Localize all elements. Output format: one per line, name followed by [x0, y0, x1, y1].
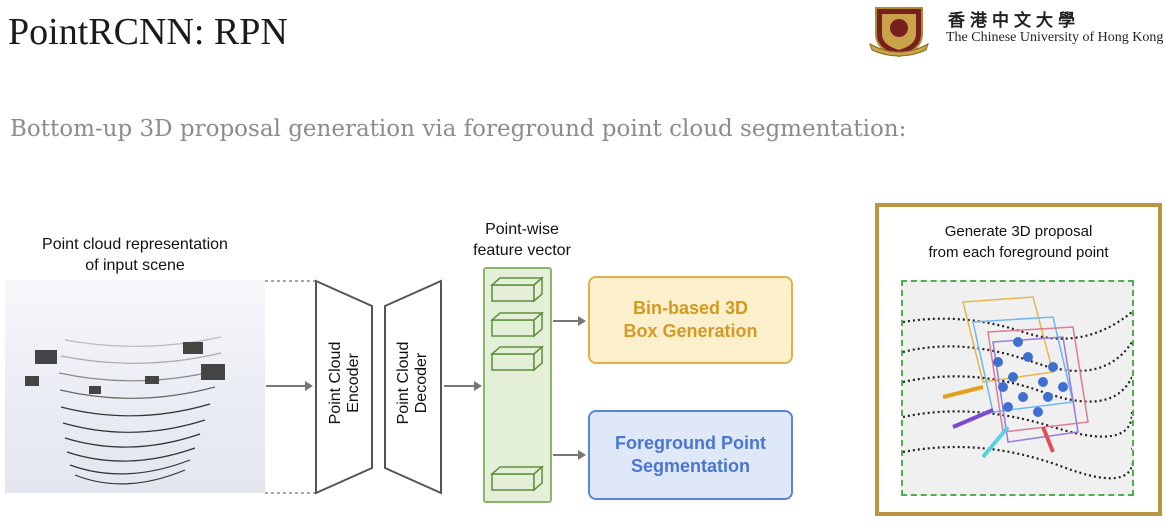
proposal-label: Generate 3D proposal from each foregroun… — [928, 223, 1109, 261]
encoder-label: Point Cloud Encoder — [327, 341, 362, 425]
input-scene-label: Point cloud representation of input scen… — [42, 236, 228, 274]
university-name-english: The Chinese University of Hong Kong — [946, 30, 1164, 45]
decoder-label: Point Cloud Decoder — [395, 341, 430, 425]
box-generation-block: Bin-based 3D Box Generation — [588, 276, 793, 364]
proposal-visualization-image — [901, 280, 1134, 496]
proposal-panel: Generate 3D proposal from each foregroun… — [875, 203, 1162, 516]
slide-title: PointRCNN: RPN — [8, 11, 288, 53]
university-name-chinese: 香港中文大學 — [948, 11, 1080, 31]
slide-subtitle: Bottom-up 3D proposal generation via for… — [10, 116, 907, 142]
input-point-cloud-image — [5, 280, 265, 493]
segmentation-block: Foreground Point Segmentation — [588, 410, 793, 500]
university-logo — [868, 4, 930, 58]
feature-vector-label: Point-wise feature vector — [473, 221, 571, 259]
